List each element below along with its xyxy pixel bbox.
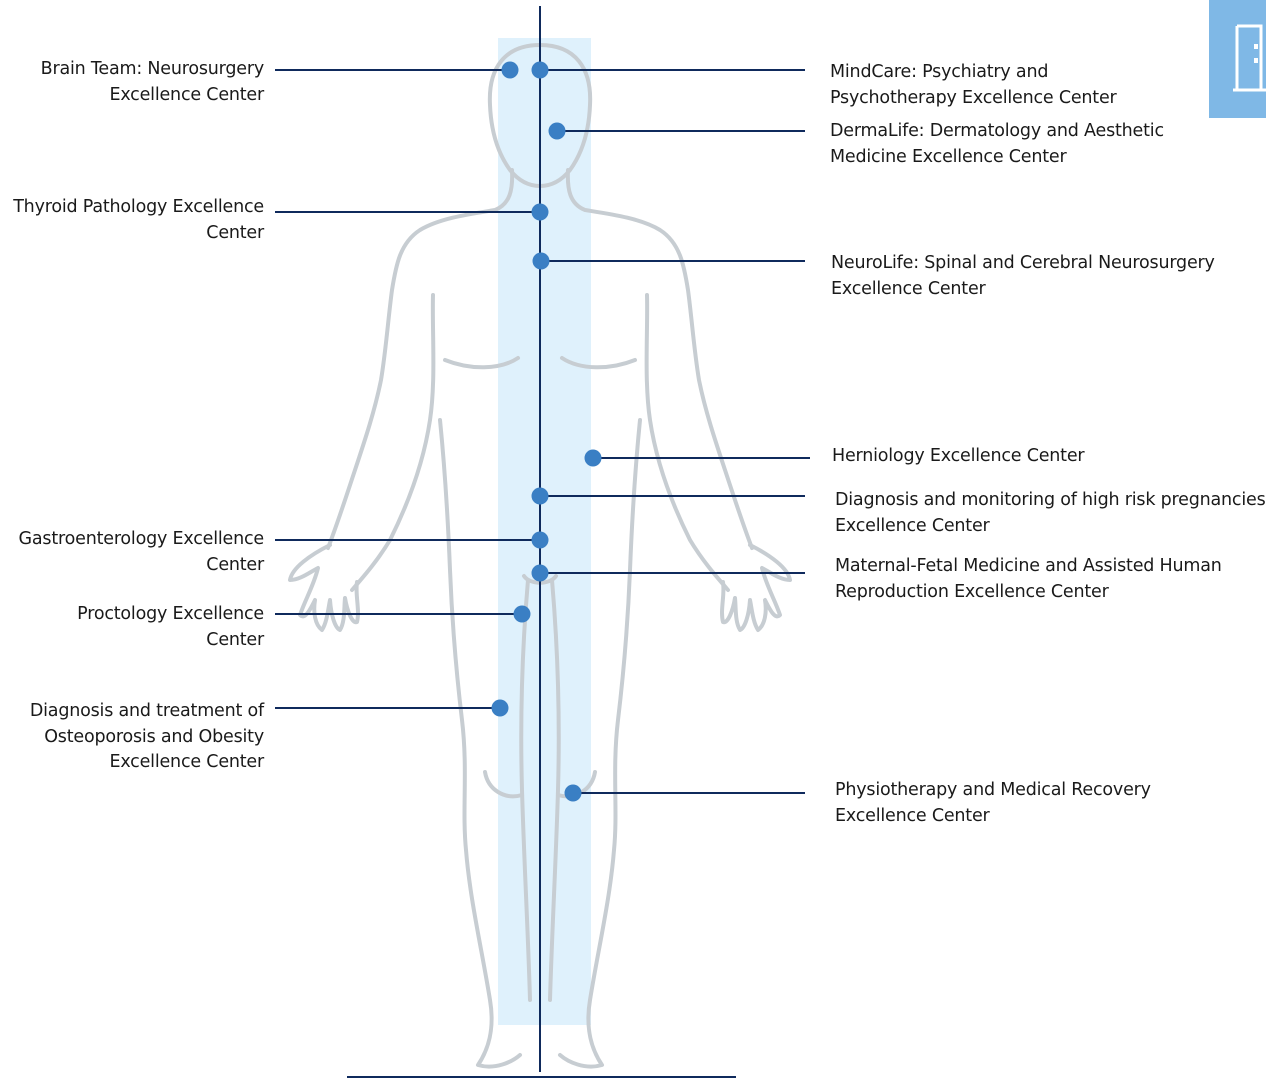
center-label-line: Center [2, 221, 264, 247]
center-label-line: Maternal-Fetal Medicine and Assisted Hum… [835, 554, 1266, 580]
center-label-line: Diagnosis and monitoring of high risk pr… [835, 488, 1266, 514]
center-label-line: Brain Team: Neurosurgery [2, 57, 264, 83]
left-hand [290, 545, 358, 630]
center-label-line: Medicine Excellence Center [830, 145, 1266, 171]
center-label-line: Excellence Center [2, 750, 264, 776]
center-label-line: NeuroLife: Spinal and Cerebral Neurosurg… [831, 251, 1266, 277]
center-label-maternal-fetal[interactable]: Maternal-Fetal Medicine and Assisted Hum… [835, 554, 1266, 605]
center-label-line: Psychotherapy Excellence Center [830, 86, 1266, 112]
center-marker-gastro[interactable] [532, 532, 549, 549]
left-torso-outline [328, 170, 512, 548]
center-label-line: Herniology Excellence Center [832, 444, 1266, 470]
center-label-herniology[interactable]: Herniology Excellence Center [832, 444, 1266, 470]
center-marker-brain-team[interactable] [502, 62, 519, 79]
center-marker-mindcare[interactable] [532, 62, 549, 79]
center-label-line: Osteoporosis and Obesity [2, 725, 264, 751]
center-marker-osteoporosis[interactable] [492, 700, 509, 717]
center-label-line: Center [2, 628, 264, 654]
center-label-line: Excellence Center [2, 83, 264, 109]
center-label-line: Reproduction Excellence Center [835, 580, 1266, 606]
center-label-line: Proctology Excellence [2, 602, 264, 628]
right-torso-outline [568, 170, 752, 548]
center-marker-pregnancies[interactable] [532, 488, 549, 505]
center-label-line: Center [2, 553, 264, 579]
door-icon [1209, 0, 1266, 118]
center-marker-dermalife[interactable] [549, 123, 566, 140]
center-label-line: Diagnosis and treatment of [2, 699, 264, 725]
center-label-neurolife[interactable]: NeuroLife: Spinal and Cerebral Neurosurg… [831, 251, 1266, 302]
center-label-line: Excellence Center [835, 804, 1266, 830]
center-marker-thyroid[interactable] [532, 204, 549, 221]
center-marker-neurolife[interactable] [533, 253, 550, 270]
center-marker-herniology[interactable] [585, 450, 602, 467]
center-label-line: MindCare: Psychiatry and [830, 60, 1266, 86]
center-label-pregnancies[interactable]: Diagnosis and monitoring of high risk pr… [835, 488, 1266, 539]
center-label-line: DermaLife: Dermatology and Aesthetic [830, 119, 1266, 145]
center-label-line: Thyroid Pathology Excellence [2, 195, 264, 221]
center-marker-physiotherapy[interactable] [565, 785, 582, 802]
center-label-line: Physiotherapy and Medical Recovery [835, 778, 1266, 804]
center-marker-maternal-fetal[interactable] [532, 565, 549, 582]
right-hand [722, 545, 790, 630]
center-label-line: Gastroenterology Excellence [2, 527, 264, 553]
center-label-line: Excellence Center [835, 514, 1266, 540]
center-marker-proctology[interactable] [514, 606, 531, 623]
corner-menu-button[interactable] [1209, 0, 1266, 118]
center-label-line: Excellence Center [831, 277, 1266, 303]
